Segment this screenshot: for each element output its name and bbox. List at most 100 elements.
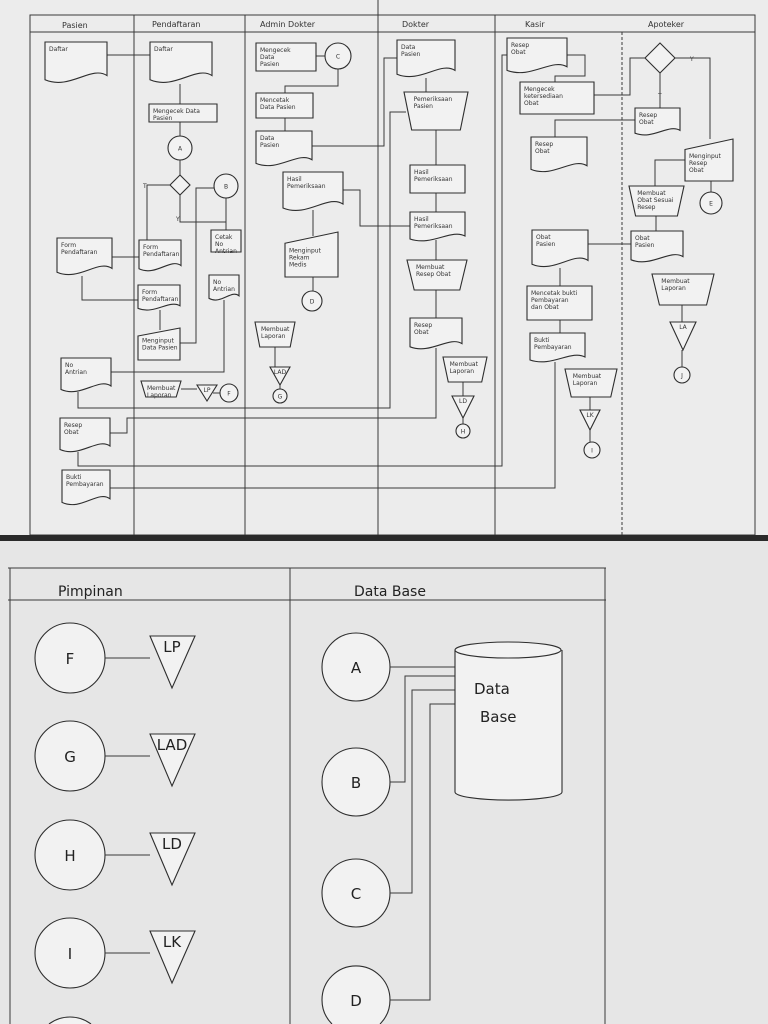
node-pd-F: F (219, 383, 239, 403)
connector-label: F (66, 650, 75, 668)
pimpinan-row: F LP (34, 622, 196, 694)
connector-label: A (351, 659, 362, 677)
node-label: Obat (536, 234, 551, 241)
node-label: Membuat (261, 326, 290, 333)
process-box (148, 103, 218, 123)
node-label: ketersediaan (524, 93, 563, 100)
node-label: Membuat (147, 385, 176, 392)
node-pd-dec (169, 174, 191, 196)
connector-line (284, 69, 339, 93)
document-shape (409, 211, 466, 242)
archive-triangle (451, 395, 475, 420)
node-label: LD (459, 398, 467, 405)
manual-operation-shape (254, 321, 296, 348)
node-label: Rekam (289, 254, 310, 261)
pimpinan-row: HLD (34, 819, 196, 891)
connector-circle (699, 191, 723, 215)
connector-line (390, 675, 455, 783)
node-label: Menginput (142, 337, 175, 344)
decision-no-label: T (142, 183, 147, 190)
connector-circle (324, 42, 352, 70)
connector-circle (673, 366, 691, 384)
node-label: LK (586, 412, 594, 419)
decision-yes-label: Y (175, 216, 180, 223)
node-label: Pasien (260, 142, 280, 149)
document-shape (530, 136, 588, 173)
node-label: Pasien (635, 242, 655, 249)
node-label: Form (143, 244, 158, 251)
node-ap-J: J (673, 366, 691, 384)
node-label: Pemeriksaan (414, 176, 453, 183)
connector-line (77, 54, 507, 467)
node-pd-daftar: Daftar (149, 41, 213, 83)
node-ap-LA: LA (669, 321, 697, 352)
manual-operation-shape (651, 273, 715, 306)
connector-line (343, 189, 410, 227)
node-pd-A: A (167, 135, 193, 161)
document-shape (409, 317, 463, 350)
node-label: Pemeriksaan (414, 96, 453, 103)
report-label: LP (163, 638, 180, 656)
node-label: Menginput (289, 247, 322, 254)
connector-line (146, 184, 170, 240)
connector-line (594, 57, 645, 96)
node-label: Pendaftaran (142, 296, 179, 303)
node-label: Membuat (637, 190, 666, 197)
sheet-separator (0, 535, 768, 541)
connector-line (110, 348, 437, 434)
node-label: Menginput (689, 153, 722, 160)
node-label: Mengecek (260, 47, 291, 54)
node-pd-B: B (213, 173, 239, 199)
document-shape (396, 39, 456, 78)
connector-line (312, 57, 397, 147)
connector-line (554, 54, 586, 82)
node-label: Data (401, 44, 416, 51)
node-label: Pasien (401, 51, 421, 58)
lane-header-pimpinan: Pimpinan (58, 584, 123, 600)
node-label: Resep (511, 42, 529, 49)
process-box (526, 285, 593, 321)
node-pd-LP: LP (196, 384, 218, 403)
node-label: LP (204, 387, 211, 394)
manual-input-shape (684, 138, 734, 182)
node-label: Pemeriksaan (414, 223, 453, 230)
node-label: Obat (689, 167, 704, 174)
node-label: Data Pasien (260, 104, 296, 111)
database-input-row: D (321, 703, 455, 1024)
connector-line (654, 159, 685, 186)
connector-label: B (351, 774, 361, 792)
node-ps-daftar: Daftar (44, 41, 108, 83)
database-label-line2: Base (480, 708, 517, 726)
connector-label: D (350, 992, 362, 1010)
node-label: Data (260, 54, 275, 61)
document-shape (531, 229, 589, 268)
node-ad-D: D (301, 290, 323, 312)
node-label: Resep (64, 422, 82, 429)
document-shape (56, 237, 113, 276)
connector-lines (77, 54, 712, 489)
node-label: Antrian (215, 248, 237, 255)
node-label: No (65, 362, 73, 369)
node-label: Obat (511, 49, 526, 56)
node-label: Pemeriksaan (287, 183, 326, 190)
lane-header-pasien: Pasien (62, 21, 88, 30)
node-label: Resep (535, 141, 553, 148)
database-input-row: A (321, 632, 455, 702)
connector-line (675, 57, 711, 139)
archive-triangle (149, 930, 196, 985)
manual-operation-shape (403, 91, 469, 131)
manual-operation-shape (442, 356, 488, 383)
